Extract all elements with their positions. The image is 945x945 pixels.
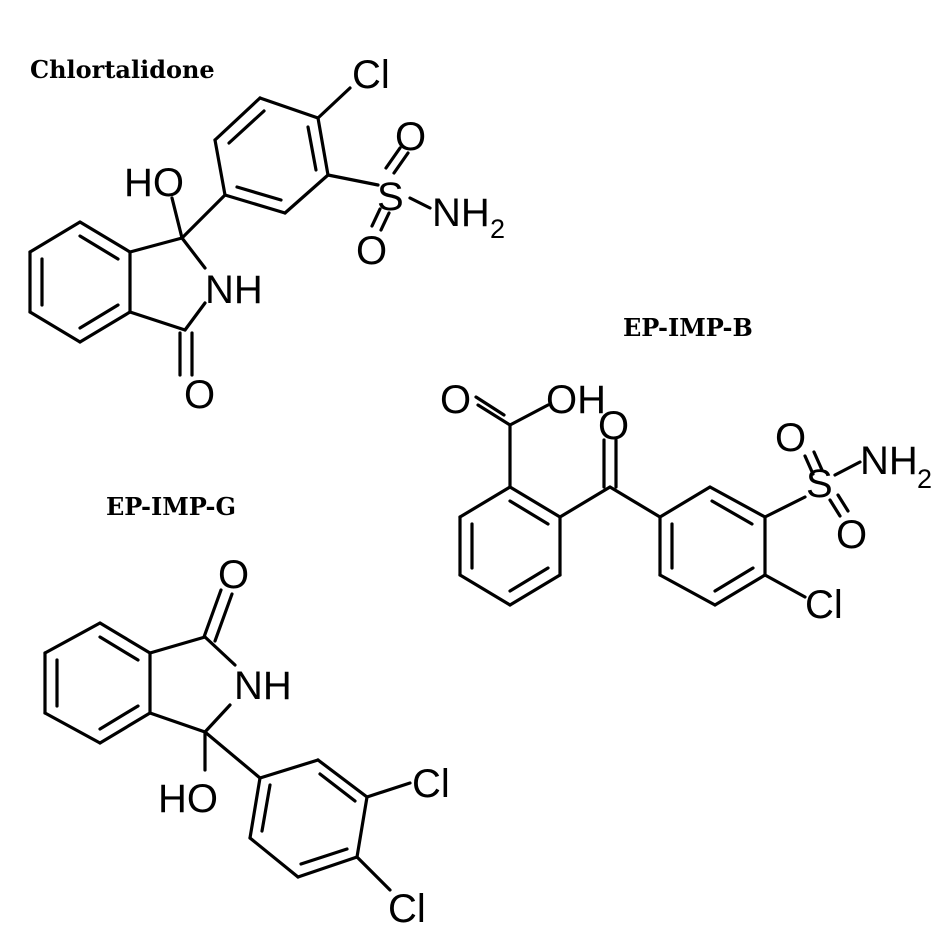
- chlortalidone-nh-label: NH: [432, 191, 490, 235]
- ep-imp-g-carbonyl-o-label: O: [218, 553, 249, 597]
- chlortalidone-ho-label: HO: [124, 161, 184, 205]
- ep-imp-g-structure: EP-IMP-G: [43, 492, 450, 931]
- ep-imp-g-cl-lower-label: Cl: [388, 887, 426, 931]
- ep-imp-b-title: EP-IMP-B: [623, 313, 753, 342]
- ep-imp-b-h2-subscript: 2: [917, 464, 932, 494]
- chlortalidone-cl-label: Cl: [352, 53, 390, 97]
- chlortalidone-ring-nh-label: NH: [205, 268, 263, 312]
- chlortalidone-sulfonyl-o-bottom-label: O: [356, 229, 387, 273]
- chlortalidone-title: Chlortalidone: [30, 55, 215, 84]
- ep-imp-g-ring-nh-label: NH: [234, 664, 292, 708]
- ep-imp-b-s-label: S: [806, 462, 833, 506]
- ep-imp-b-cl-label: Cl: [805, 583, 843, 627]
- ep-imp-b-bonds: [458, 395, 862, 607]
- chlortalidone-sulfonyl-o-top-label: O: [395, 115, 426, 159]
- ep-imp-b-ketone-o-label: O: [598, 404, 629, 448]
- ep-imp-g-cl-upper-label: Cl: [412, 762, 450, 806]
- ep-imp-b-sulfonyl-o-top-label: O: [775, 416, 806, 460]
- ep-imp-b-oh-label: OH: [546, 378, 606, 422]
- ep-imp-g-ho-label: HO: [158, 777, 218, 821]
- ep-imp-b-acid-o-label: O: [440, 378, 471, 422]
- chlortalidone-s-label: S: [377, 175, 404, 219]
- chlortalidone-h2-subscript: 2: [490, 214, 505, 244]
- ep-imp-g-title: EP-IMP-G: [106, 492, 236, 521]
- chlortalidone-bonds: [28, 86, 432, 377]
- ep-imp-g-bonds: [43, 588, 412, 892]
- ep-imp-b-nh-label: NH: [860, 439, 918, 483]
- ep-imp-b-sulfonyl-o-bottom-label: O: [836, 513, 867, 557]
- chlortalidone-carbonyl-o-label: O: [184, 373, 215, 417]
- chlortalidone-structure: Chlortalidone: [28, 53, 505, 417]
- ep-imp-b-structure: EP-IMP-B: [440, 313, 932, 627]
